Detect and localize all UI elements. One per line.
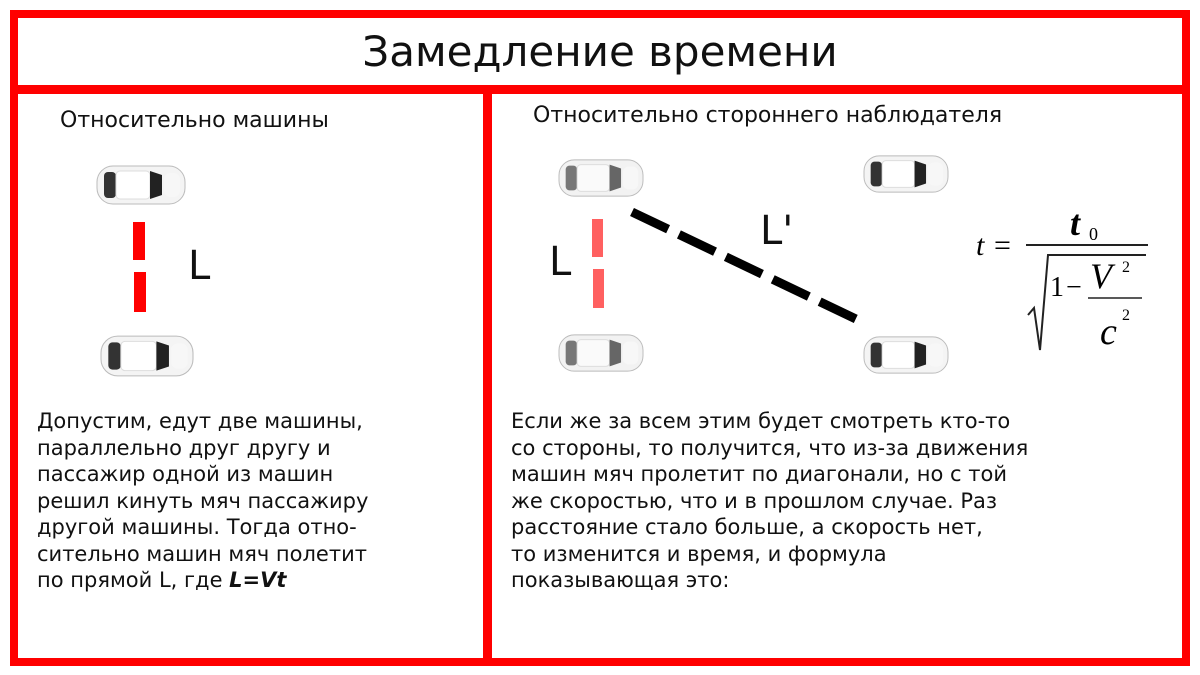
svg-text:=: = bbox=[994, 229, 1011, 262]
svg-text:2: 2 bbox=[1122, 259, 1130, 276]
outer-frame bbox=[10, 10, 1190, 666]
svg-text:c: c bbox=[1100, 311, 1117, 353]
svg-text:V: V bbox=[1090, 256, 1116, 296]
distance-label: L bbox=[188, 243, 211, 289]
inline-formula: L=Vt bbox=[229, 568, 287, 592]
car-icon bbox=[96, 165, 186, 205]
svg-text:0: 0 bbox=[1089, 224, 1098, 244]
distance-dash bbox=[592, 219, 603, 257]
distance-label: L bbox=[549, 239, 572, 285]
svg-text:−: − bbox=[1066, 272, 1082, 303]
time-dilation-formula: t = t 0 1 − V 2 c 2 bbox=[970, 200, 1160, 360]
svg-text:t: t bbox=[1070, 203, 1081, 243]
diagonal-path bbox=[630, 207, 860, 325]
left-description: Допустим, едут две машины, параллельно д… bbox=[37, 409, 369, 592]
diagonal-label: L' bbox=[760, 208, 794, 254]
panel-divider bbox=[483, 85, 492, 660]
car-icon bbox=[558, 159, 644, 197]
right-description: Если же за всем этим будет смотреть кто-… bbox=[511, 409, 1029, 592]
car-icon bbox=[863, 336, 949, 374]
car-icon bbox=[863, 155, 949, 193]
car-icon bbox=[100, 335, 194, 377]
distance-dash bbox=[593, 269, 604, 308]
svg-text:1: 1 bbox=[1050, 272, 1064, 303]
distance-dash bbox=[133, 222, 145, 260]
svg-text:2: 2 bbox=[1122, 307, 1130, 324]
right-panel-heading: Относительно стороннего наблюдателя bbox=[533, 103, 1003, 128]
header-divider bbox=[10, 85, 1190, 94]
left-panel-heading: Относительно машины bbox=[60, 108, 329, 133]
car-icon bbox=[558, 334, 644, 372]
page-title: Замедление времени bbox=[362, 27, 838, 76]
distance-dash bbox=[134, 272, 146, 312]
svg-text:t: t bbox=[976, 229, 985, 262]
